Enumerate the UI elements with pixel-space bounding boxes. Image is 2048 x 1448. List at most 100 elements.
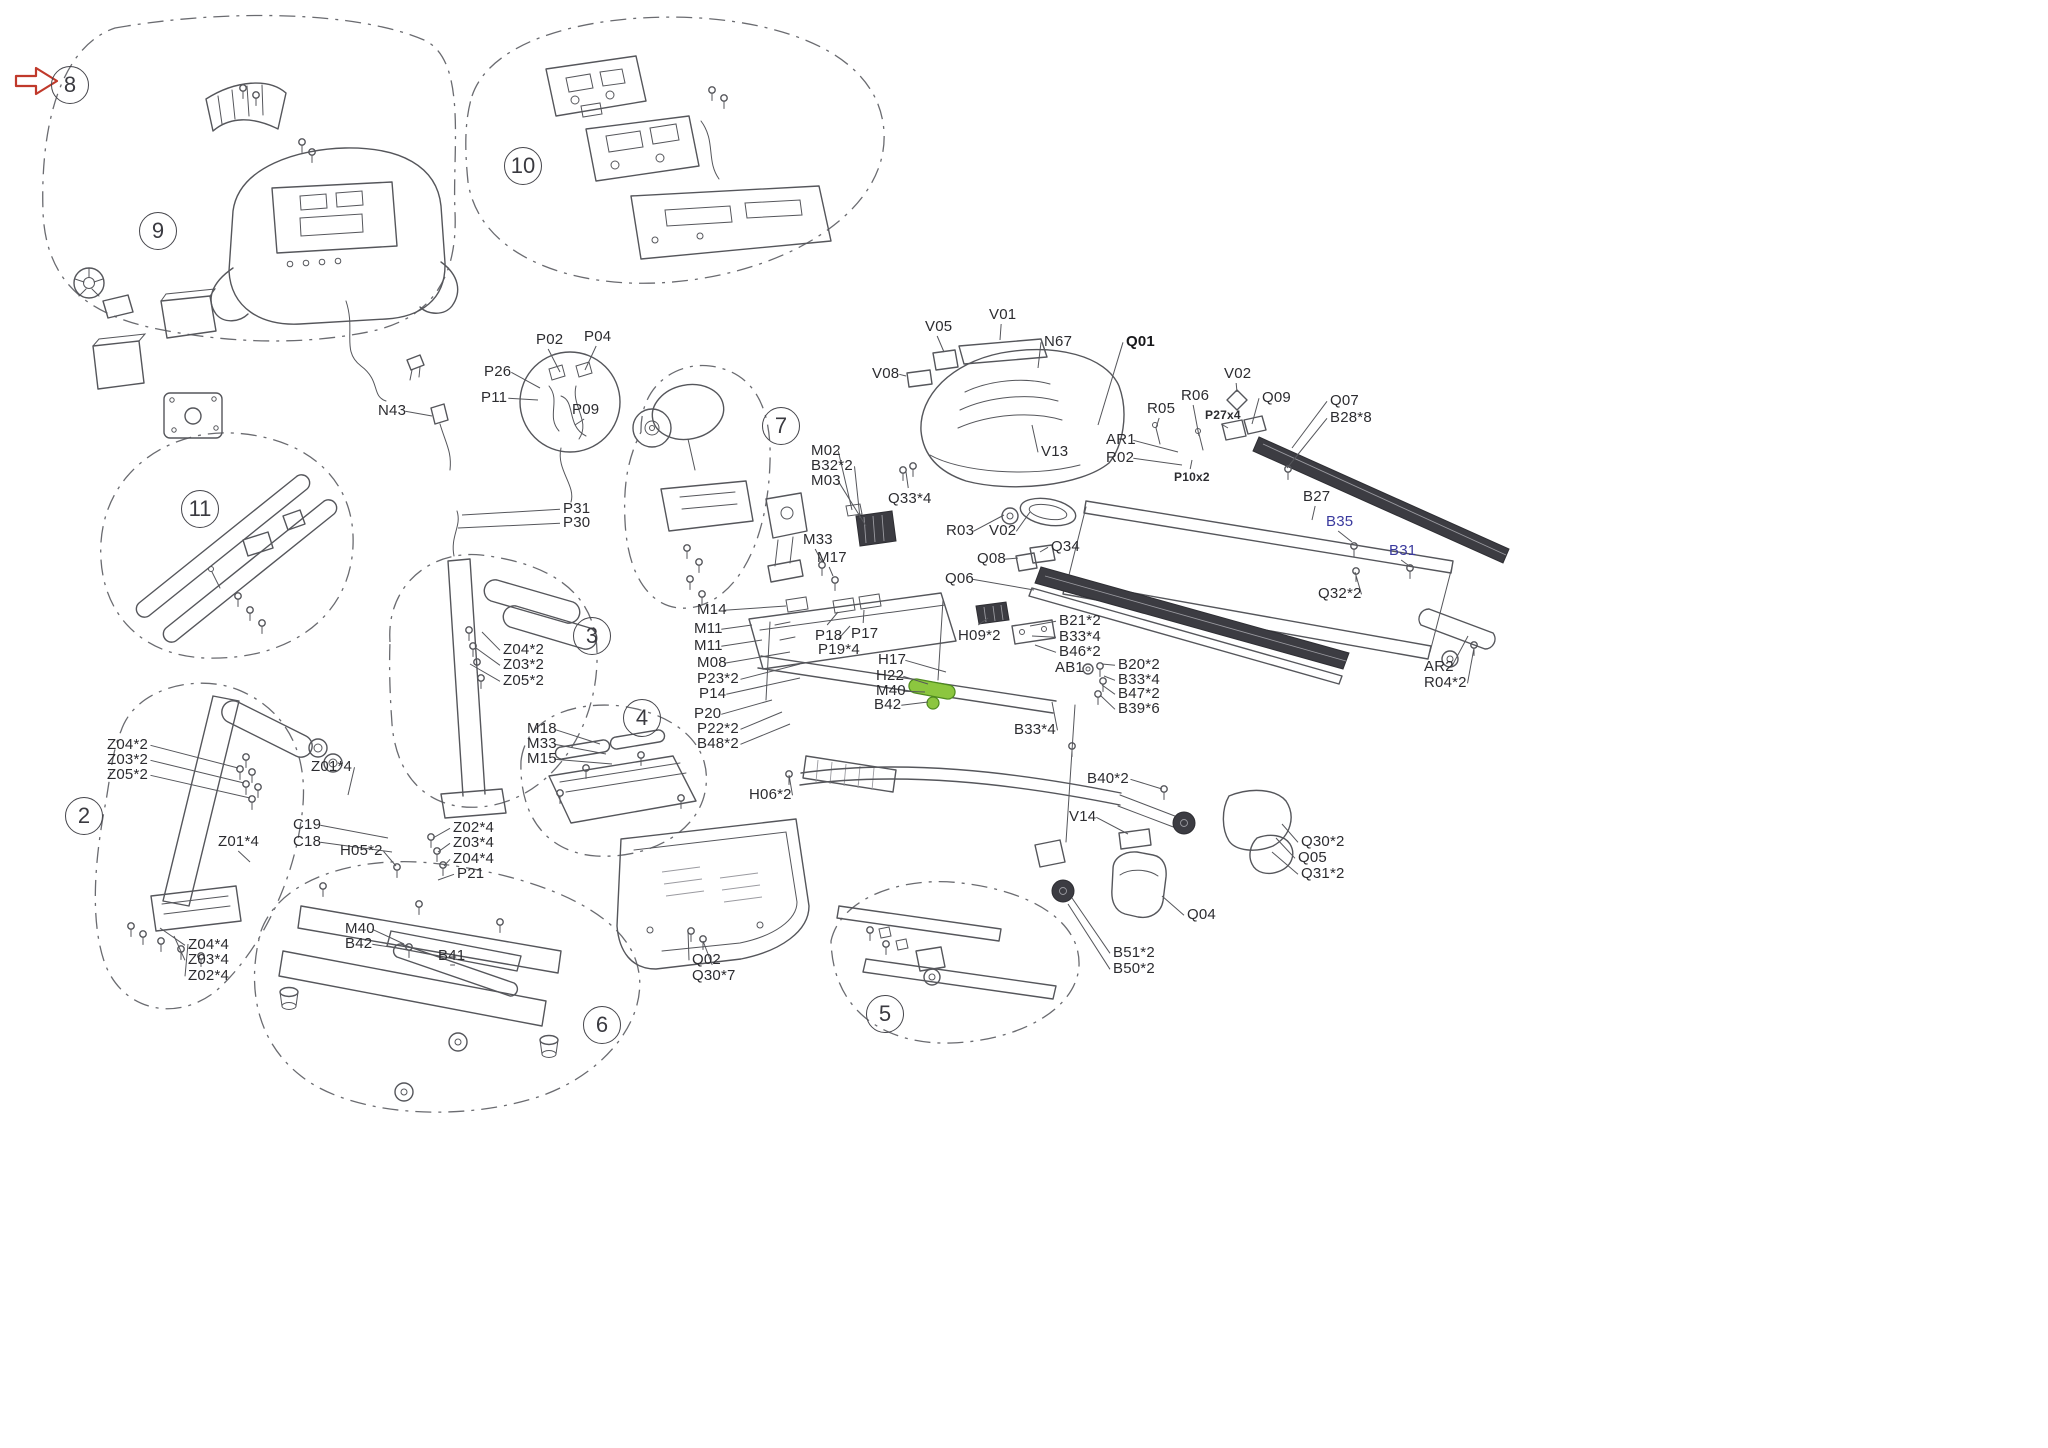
part-label-q34: Q34 <box>1051 538 1080 555</box>
part-label-h06-2: H06*2 <box>749 786 792 803</box>
part-label-p27x4: P27x4 <box>1205 408 1241 422</box>
part-label-b39-6: B39*6 <box>1118 700 1160 717</box>
part-label-m03: M03 <box>811 472 841 489</box>
part-label-p17: P17 <box>851 625 879 642</box>
part-label-m11: M11 <box>694 637 723 654</box>
part-label-z03-2: Z03*2 <box>503 656 545 673</box>
part-label-z05-2: Z05*2 <box>107 766 149 783</box>
part-label-q04: Q04 <box>1187 906 1216 923</box>
part-label-z04-4: Z04*4 <box>453 850 495 867</box>
part-label-b35: B35 <box>1326 513 1354 530</box>
part-label-b47-2: B47*2 <box>1118 685 1160 702</box>
wire-detail-circle <box>430 351 621 503</box>
part-label-p04: P04 <box>584 328 612 345</box>
part-label-q32-2: Q32*2 <box>1318 585 1362 602</box>
part-label-z02-4: Z02*4 <box>188 967 230 984</box>
part-label-v01: V01 <box>989 306 1017 323</box>
part-label-z01-4: Z01*4 <box>218 833 260 850</box>
part-label-v02: V02 <box>989 522 1017 539</box>
part-label-b42: B42 <box>345 935 373 952</box>
part-label-r02: R02 <box>1106 449 1135 466</box>
part-label-z03-2: Z03*2 <box>107 751 149 768</box>
part-label-m02: M02 <box>811 442 841 459</box>
part-label-z03-4: Z03*4 <box>188 951 230 968</box>
upright-left-drawing <box>127 695 343 968</box>
part-label-m33: M33 <box>527 735 557 752</box>
bracket-drawing <box>548 729 697 824</box>
console-drawing <box>73 82 459 439</box>
part-label-b33-4: B33*4 <box>1014 721 1056 738</box>
part-label-h09-2: H09*2 <box>958 627 1001 644</box>
part-label-q08: Q08 <box>977 550 1006 567</box>
part-label-p10x2: P10x2 <box>1174 470 1210 484</box>
part-label-p31: P31 <box>563 500 591 517</box>
base-frame-drawing <box>278 882 562 1102</box>
part-label-r03: R03 <box>946 522 975 539</box>
part-label-m18: M18 <box>527 720 557 737</box>
section-number-4: 4 <box>623 699 661 737</box>
part-label-m17: M17 <box>817 549 847 566</box>
part-label-v08: V08 <box>872 365 900 382</box>
part-label-p18: P18 <box>815 627 843 644</box>
part-label-m11: M11 <box>694 620 723 637</box>
part-label-z04-4: Z04*4 <box>188 936 230 953</box>
part-label-h22: H22 <box>876 667 905 684</box>
part-label-r04-2: R04*2 <box>1424 674 1467 691</box>
part-label-ar2: AR2 <box>1424 658 1454 675</box>
part-label-b51-2: B51*2 <box>1113 944 1155 961</box>
red-outline-arrow-icon <box>14 66 59 96</box>
part-label-h17: H17 <box>878 651 907 668</box>
part-label-p22-2: P22*2 <box>697 720 739 737</box>
part-label-z04-2: Z04*2 <box>503 641 545 658</box>
part-label-h05-2: H05*2 <box>340 842 383 859</box>
part-label-z02-4: Z02*4 <box>453 819 495 836</box>
part-label-q30-7: Q30*7 <box>692 967 736 984</box>
part-label-p26: P26 <box>484 363 512 380</box>
main-frame-drawing <box>236 338 1510 970</box>
part-label-b33-4: B33*4 <box>1059 628 1101 645</box>
section-number-11: 11 <box>181 490 219 528</box>
part-label-ar1: AR1 <box>1106 431 1136 448</box>
section-number-3: 3 <box>573 617 611 655</box>
part-label-m15: M15 <box>527 750 557 767</box>
part-label-q30-2: Q30*2 <box>1301 833 1345 850</box>
part-label-v13: V13 <box>1041 443 1069 460</box>
shock-parts-drawing <box>836 905 1057 1000</box>
part-label-v14: V14 <box>1069 808 1097 825</box>
part-label-b20-2: B20*2 <box>1118 656 1160 673</box>
part-label-p19-4: P19*4 <box>818 641 860 658</box>
part-label-b50-2: B50*2 <box>1113 960 1155 977</box>
part-label-v05: V05 <box>925 318 953 335</box>
part-label-b42: B42 <box>874 696 902 713</box>
part-label-b40-2: B40*2 <box>1087 770 1129 787</box>
part-label-b48-2: B48*2 <box>697 735 739 752</box>
part-label-m40: M40 <box>345 920 375 937</box>
part-label-p14: P14 <box>699 685 727 702</box>
part-label-c19: C19 <box>293 816 322 833</box>
handlebar-drawing <box>135 474 338 643</box>
section-number-2: 2 <box>65 797 103 835</box>
part-label-z04-2: Z04*2 <box>107 736 149 753</box>
part-label-v02: V02 <box>1224 365 1252 382</box>
part-label-b33-4: B33*4 <box>1118 671 1160 688</box>
part-label-c18: C18 <box>293 833 322 850</box>
region-outlines <box>42 14 1080 1113</box>
part-label-n43: N43 <box>378 402 407 419</box>
part-label-m14: M14 <box>697 601 727 618</box>
part-label-b46-2: B46*2 <box>1059 643 1101 660</box>
section-number-8: 8 <box>51 66 89 104</box>
section-number-10: 10 <box>504 147 542 185</box>
part-label-r06: R06 <box>1181 387 1210 404</box>
part-label-p02: P02 <box>536 331 564 348</box>
section-number-7: 7 <box>762 407 800 445</box>
motor-drawing <box>632 383 808 606</box>
part-label-z05-2: Z05*2 <box>503 672 545 689</box>
part-label-p09: P09 <box>572 401 600 418</box>
part-label-q01: Q01 <box>1126 333 1155 350</box>
part-label-p21: P21 <box>457 865 485 882</box>
part-label-b28-8: B28*8 <box>1330 409 1372 426</box>
part-label-z03-4: Z03*4 <box>453 834 495 851</box>
